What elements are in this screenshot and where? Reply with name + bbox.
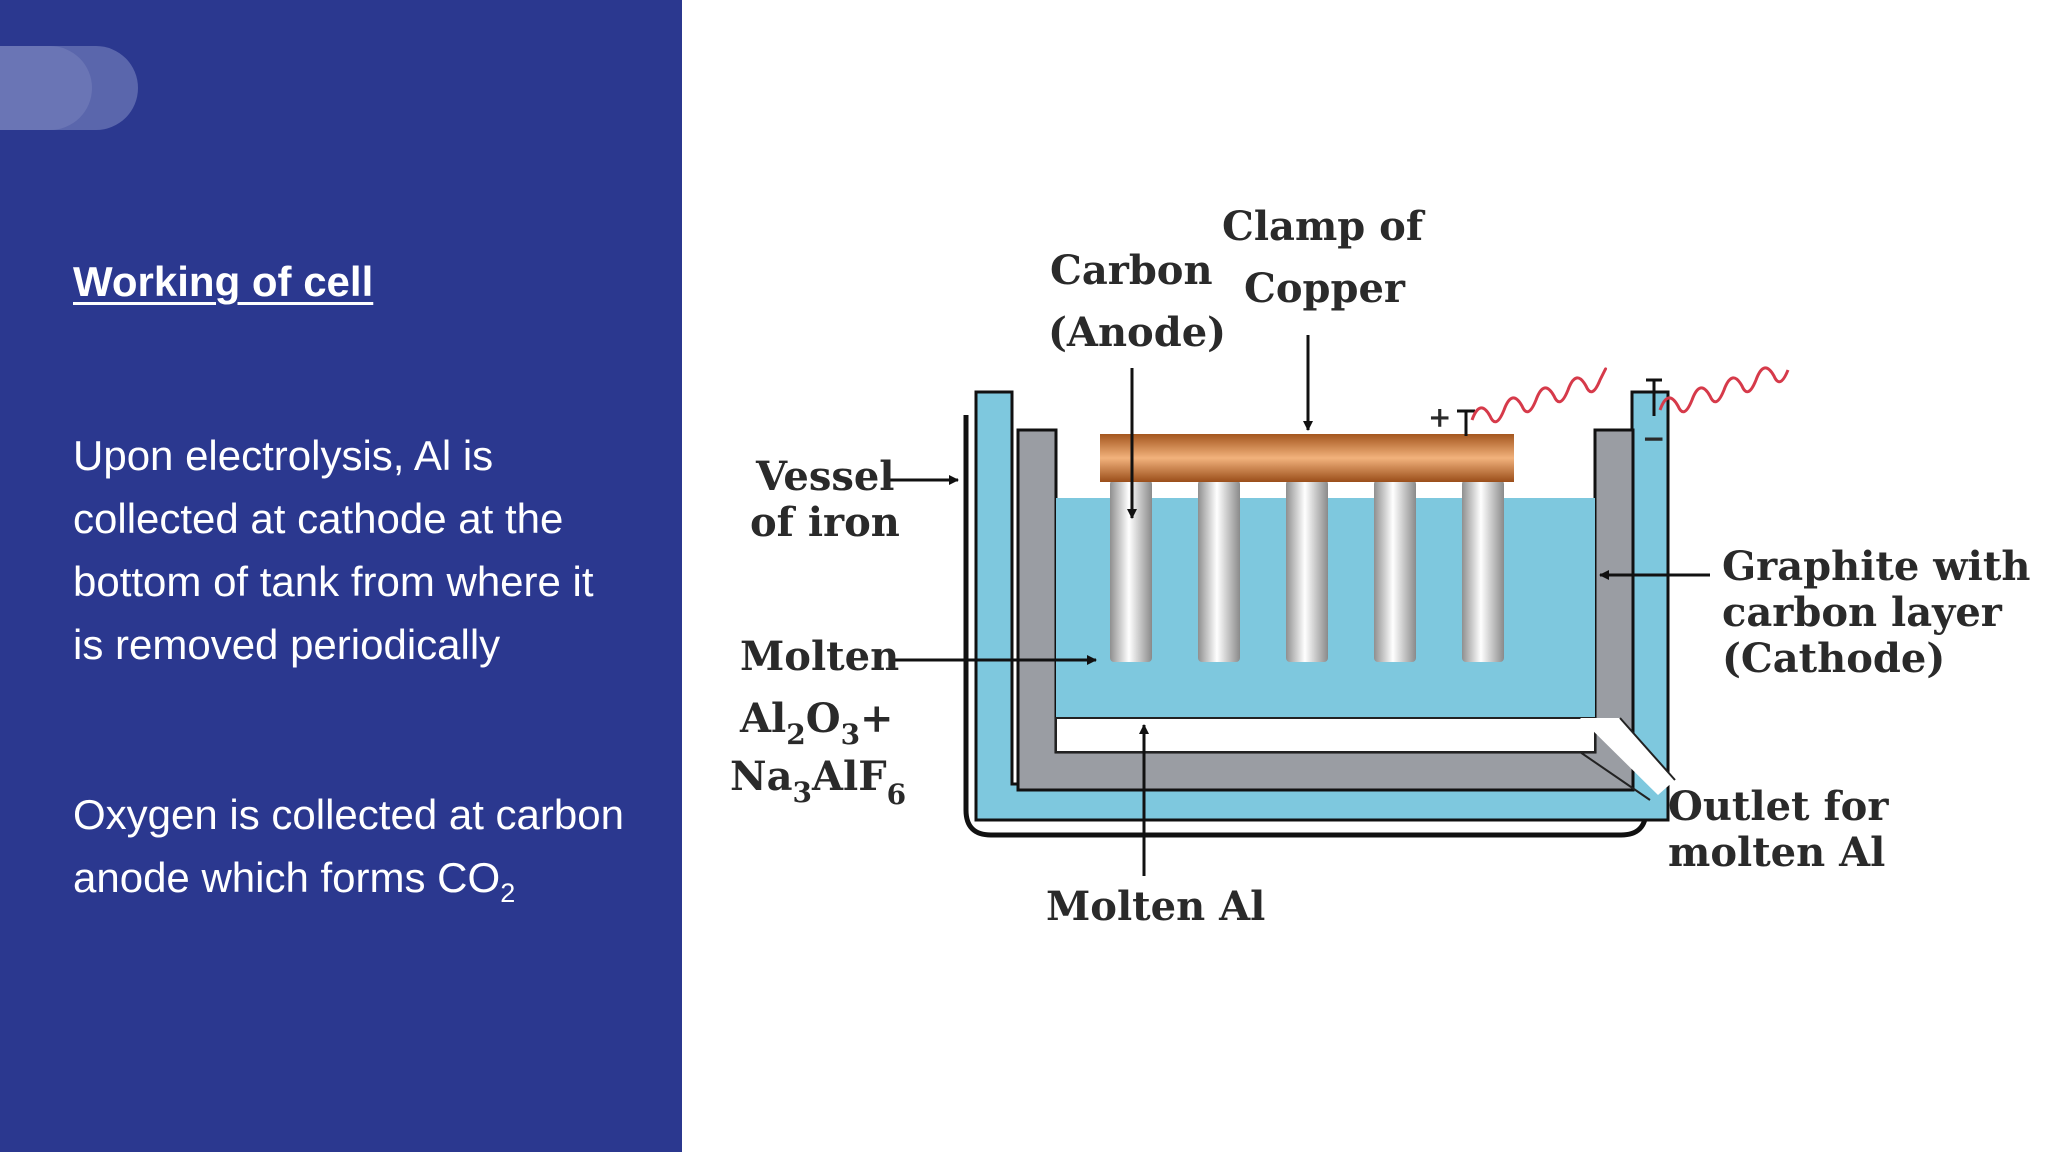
left-panel: Working of cell Upon electrolysis, Al is… (0, 0, 682, 1152)
copper-label: Copper (1244, 265, 1406, 312)
slide-heading: Working of cell (73, 258, 374, 305)
formula-al: Al (739, 695, 786, 742)
electrolytic-cell-diagram: + − Carbon (Anode) Clamp of Copper Vesse… (730, 203, 2030, 930)
paragraph-oxygen-text: Oxygen is collected at carbon anode whic… (73, 791, 624, 901)
molten-al-label: Molten Al (1046, 883, 1265, 930)
clamp-of-label: Clamp of (1222, 203, 1426, 250)
of-iron-label: of iron (750, 499, 900, 546)
formula-alf-subscript: 6 (887, 778, 906, 811)
formula-al-subscript: 2 (786, 718, 805, 751)
carbon-rod (1198, 480, 1240, 662)
molten-al-outlet-label: molten Al (1668, 829, 1885, 876)
formula-na-subscript: 3 (792, 776, 811, 809)
molten-aluminium-layer (1055, 717, 1596, 753)
paragraph-oxygen-collection: Oxygen is collected at carbon anode whic… (73, 783, 633, 909)
alumina-formula: Al2O3+ (739, 695, 894, 751)
formula-plus: + (860, 695, 894, 742)
carbon-rod (1110, 480, 1152, 662)
cathode-label: (Cathode) (1722, 635, 1945, 682)
positive-wire-coil (1470, 367, 1607, 424)
outlet-label: Outlet for (1668, 783, 1889, 830)
formula-na: Na (730, 753, 792, 800)
paragraph-aluminium-collection: Upon electrolysis, Al is collected at ca… (73, 432, 594, 668)
cryolite-formula: Na3AlF6 (730, 753, 906, 811)
carbon-layer-label: carbon layer (1722, 589, 2003, 636)
plus-terminal-label: + (1428, 401, 1451, 434)
carbon-label: Carbon (1050, 247, 1213, 294)
minus-terminal-label: − (1642, 422, 1665, 455)
outer-electrolyte-jacket (974, 390, 1670, 822)
outlet-channel (1580, 718, 1675, 795)
graphite-label: Graphite with (1722, 543, 2030, 590)
formula-alf: AlF (811, 753, 887, 800)
decorative-pill-inner (0, 46, 92, 130)
carbon-rod (1374, 480, 1416, 662)
formula-o-subscript: 3 (841, 718, 860, 751)
vessel-label: Vessel (755, 453, 895, 500)
copper-clamp (1100, 434, 1514, 482)
carbon-rod (1462, 480, 1504, 662)
formula-o: O (806, 695, 841, 742)
carbon-rod (1286, 480, 1328, 662)
anode-label: (Anode) (1048, 309, 1226, 356)
molten-label: Molten (740, 633, 899, 680)
co2-subscript: 2 (500, 878, 516, 908)
negative-wire-coil (1658, 366, 1790, 414)
carbon-anode-rods (1110, 480, 1504, 662)
